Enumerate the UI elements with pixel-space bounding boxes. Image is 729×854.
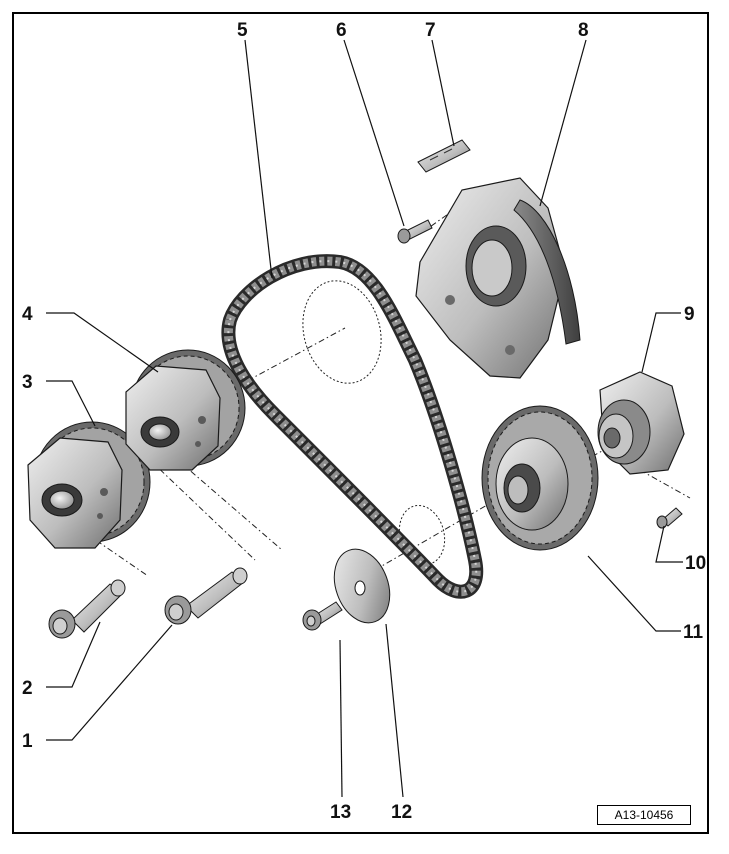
timing-chain — [221, 254, 484, 599]
callout-4: 4 — [22, 304, 33, 325]
callout-9: 9 — [684, 304, 695, 325]
leader-lines — [46, 39, 683, 798]
callout-7: 7 — [425, 20, 436, 41]
callout-10: 10 — [685, 553, 706, 574]
callout-1: 1 — [22, 731, 33, 752]
bearing-9 — [597, 371, 685, 475]
camshaft-adjuster-3 — [27, 421, 151, 549]
callout-8: 8 — [578, 20, 589, 41]
bolt-10 — [656, 507, 683, 529]
bolt-6 — [397, 219, 433, 244]
callout-2: 2 — [22, 678, 33, 699]
callout-3: 3 — [22, 372, 33, 393]
callout-5: 5 — [237, 20, 248, 41]
clip-7 — [417, 139, 471, 173]
chain-tensioner-8 — [415, 177, 581, 379]
callout-13: 13 — [330, 802, 351, 823]
washer-12 — [333, 548, 391, 624]
callout-6: 6 — [336, 20, 347, 41]
callout-11: 11 — [683, 622, 704, 643]
sprocket-11 — [481, 405, 599, 551]
bolt-13 — [302, 601, 343, 631]
bolt-1 — [164, 567, 248, 625]
bolt-2 — [48, 579, 126, 639]
callout-12: 12 — [391, 802, 412, 823]
callout-labels: 1 2 3 4 5 6 7 8 9 10 11 12 13 — [22, 20, 706, 823]
camshaft-adjuster-4 — [125, 349, 246, 471]
reference-code: A13-10456 — [597, 805, 691, 825]
